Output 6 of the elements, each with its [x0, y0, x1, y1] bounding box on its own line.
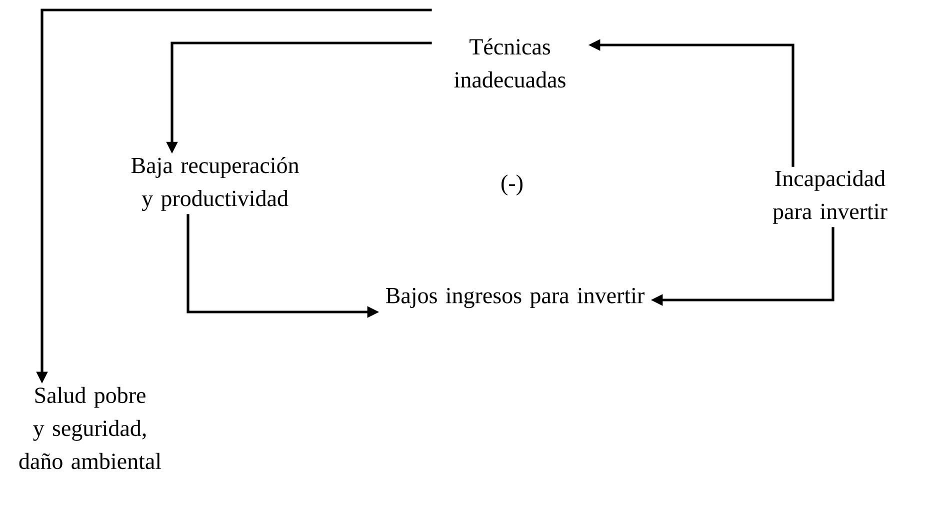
concept-label: Salud pobre y seguridad, daño ambiental	[19, 386, 162, 470]
concept-label: Bajos ingresos para invertir	[386, 288, 644, 308]
concept-label: Técnicas inadecuadas	[454, 38, 566, 88]
sign-label: (-)	[502, 174, 522, 196]
concept-label: Baja recuperación y productividad	[131, 157, 299, 211]
concept-label: Incapacidad para invertir	[772, 170, 888, 224]
